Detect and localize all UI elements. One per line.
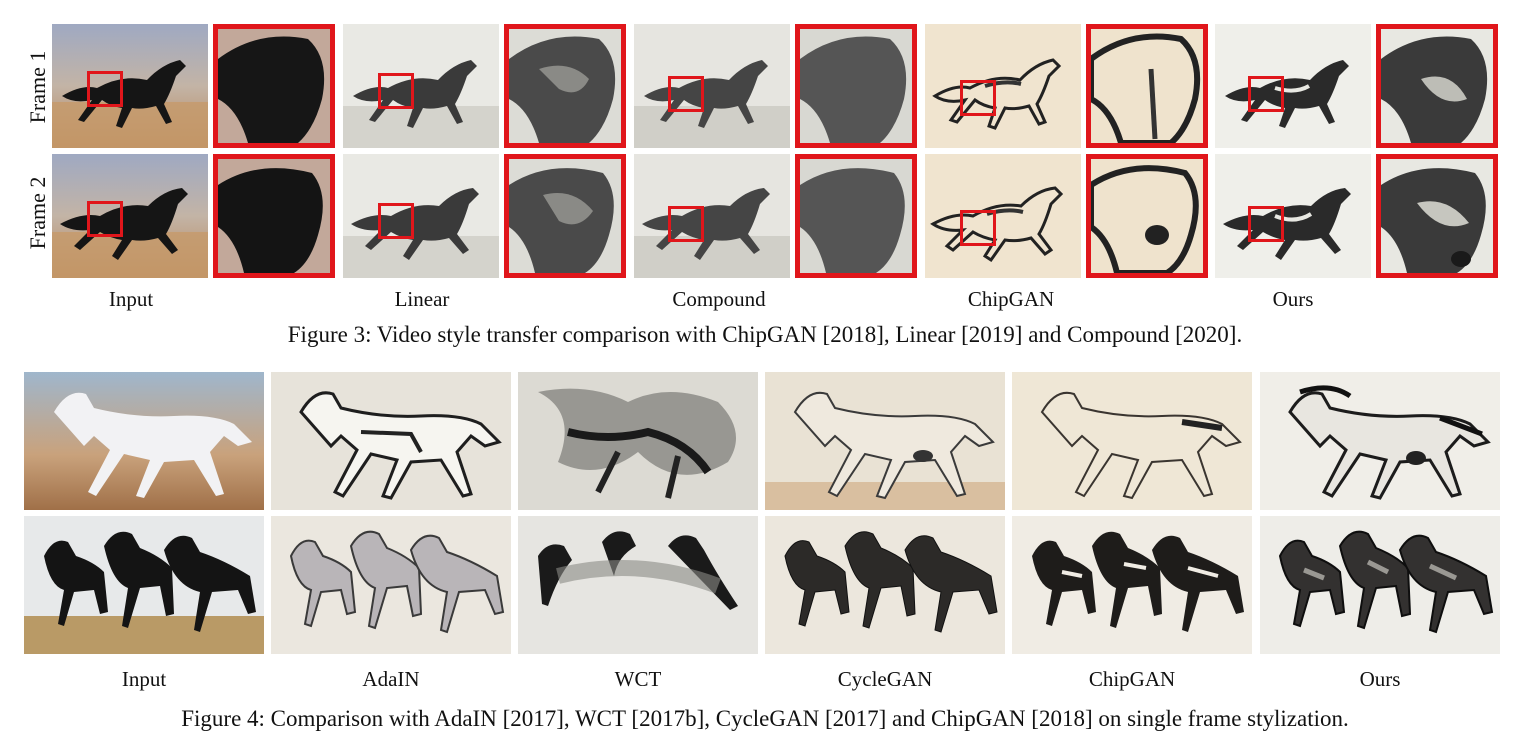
fig3-frame1-input-crop [213, 24, 335, 148]
fig3-col-label-input: Input [108, 287, 154, 311]
fig3-col-label-ours: Ours [1272, 287, 1314, 311]
figure-4-caption: Figure 4: Comparison with AdaIN [2017], … [181, 706, 1349, 731]
fig4-row1-input-image [24, 372, 264, 510]
fig3-frame2-compound-image [634, 154, 790, 278]
fig4-row1-cyclegan-image [765, 372, 1005, 510]
fig4-row2-wct-image [518, 516, 758, 654]
fig4-row1-ours-image [1260, 372, 1500, 510]
fig3-frame1-ours-crop [1376, 24, 1498, 148]
fig3-frame2-linear-crop [504, 154, 626, 278]
fig4-col-label-cyclegan: CycleGAN [837, 667, 933, 691]
fig4-col-label-input: Input [121, 667, 167, 691]
fig4-row2-cyclegan-image [765, 516, 1005, 654]
fig3-frame2-input-crop [213, 154, 335, 278]
fig3-frame1-chipgan-crop [1086, 24, 1208, 148]
fig4-row2-input-image [24, 516, 264, 654]
fig3-frame2-linear-zoom-box [378, 203, 414, 239]
fig4-row2-adain-image [271, 516, 511, 654]
fig4-row1-wct-image [518, 372, 758, 510]
fig4-col-label-adain: AdaIN [362, 667, 420, 691]
fig3-col-label-chipgan: ChipGAN [967, 287, 1055, 311]
fig3-frame2-input-image [52, 154, 208, 278]
fig3-frame2-chipgan-zoom-box [960, 210, 996, 246]
fig3-frame2-chipgan-crop [1086, 154, 1208, 278]
fig3-frame1-input-image [52, 24, 208, 148]
row-label-frame-2: Frame 2 [25, 176, 50, 250]
fig3-frame2-linear-image [343, 154, 499, 278]
fig3-frame1-input-zoom-box [87, 71, 123, 107]
fig3-frame1-chipgan-image [925, 24, 1081, 148]
figure-3: Frame 1 Frame 2 [0, 0, 1530, 360]
fig3-frame1-linear-image [343, 24, 499, 148]
fig3-frame1-compound-image [634, 24, 790, 148]
fig3-frame2-compound-zoom-box [668, 206, 704, 242]
fig3-frame2-ours-image [1215, 154, 1371, 278]
fig3-frame1-compound-zoom-box [668, 76, 704, 112]
figure-4: Input AdaIN WCT CycleGAN ChipGAN Ours Fi… [0, 360, 1530, 741]
fig3-frame1-ours-image [1215, 24, 1371, 148]
fig3-frame2-ours-crop [1376, 154, 1498, 278]
row-label-frame-1: Frame 1 [25, 50, 50, 124]
fig3-col-label-compound: Compound [672, 287, 766, 311]
fig3-col-label-linear: Linear [394, 287, 450, 311]
fig4-row1-adain-image [271, 372, 511, 510]
fig4-col-label-chipgan: ChipGAN [1088, 667, 1176, 691]
fig4-col-label-wct: WCT [614, 667, 662, 691]
fig3-frame2-input-zoom-box [87, 201, 123, 237]
fig3-frame2-compound-crop [795, 154, 917, 278]
fig3-frame1-chipgan-zoom-box [960, 80, 996, 116]
fig4-row2-chipgan-image [1012, 516, 1252, 654]
fig3-frame1-linear-zoom-box [378, 73, 414, 109]
fig3-frame2-chipgan-image [925, 154, 1081, 278]
figure-3-caption: Figure 3: Video style transfer compariso… [287, 322, 1243, 347]
fig4-row2-ours-image [1260, 516, 1500, 654]
fig3-frame1-linear-crop [504, 24, 626, 148]
fig3-frame1-compound-crop [795, 24, 917, 148]
fig4-row1-chipgan-image [1012, 372, 1252, 510]
fig3-frame2-ours-zoom-box [1248, 206, 1284, 242]
fig4-col-label-ours: Ours [1359, 667, 1401, 691]
fig3-frame1-ours-zoom-box [1248, 76, 1284, 112]
